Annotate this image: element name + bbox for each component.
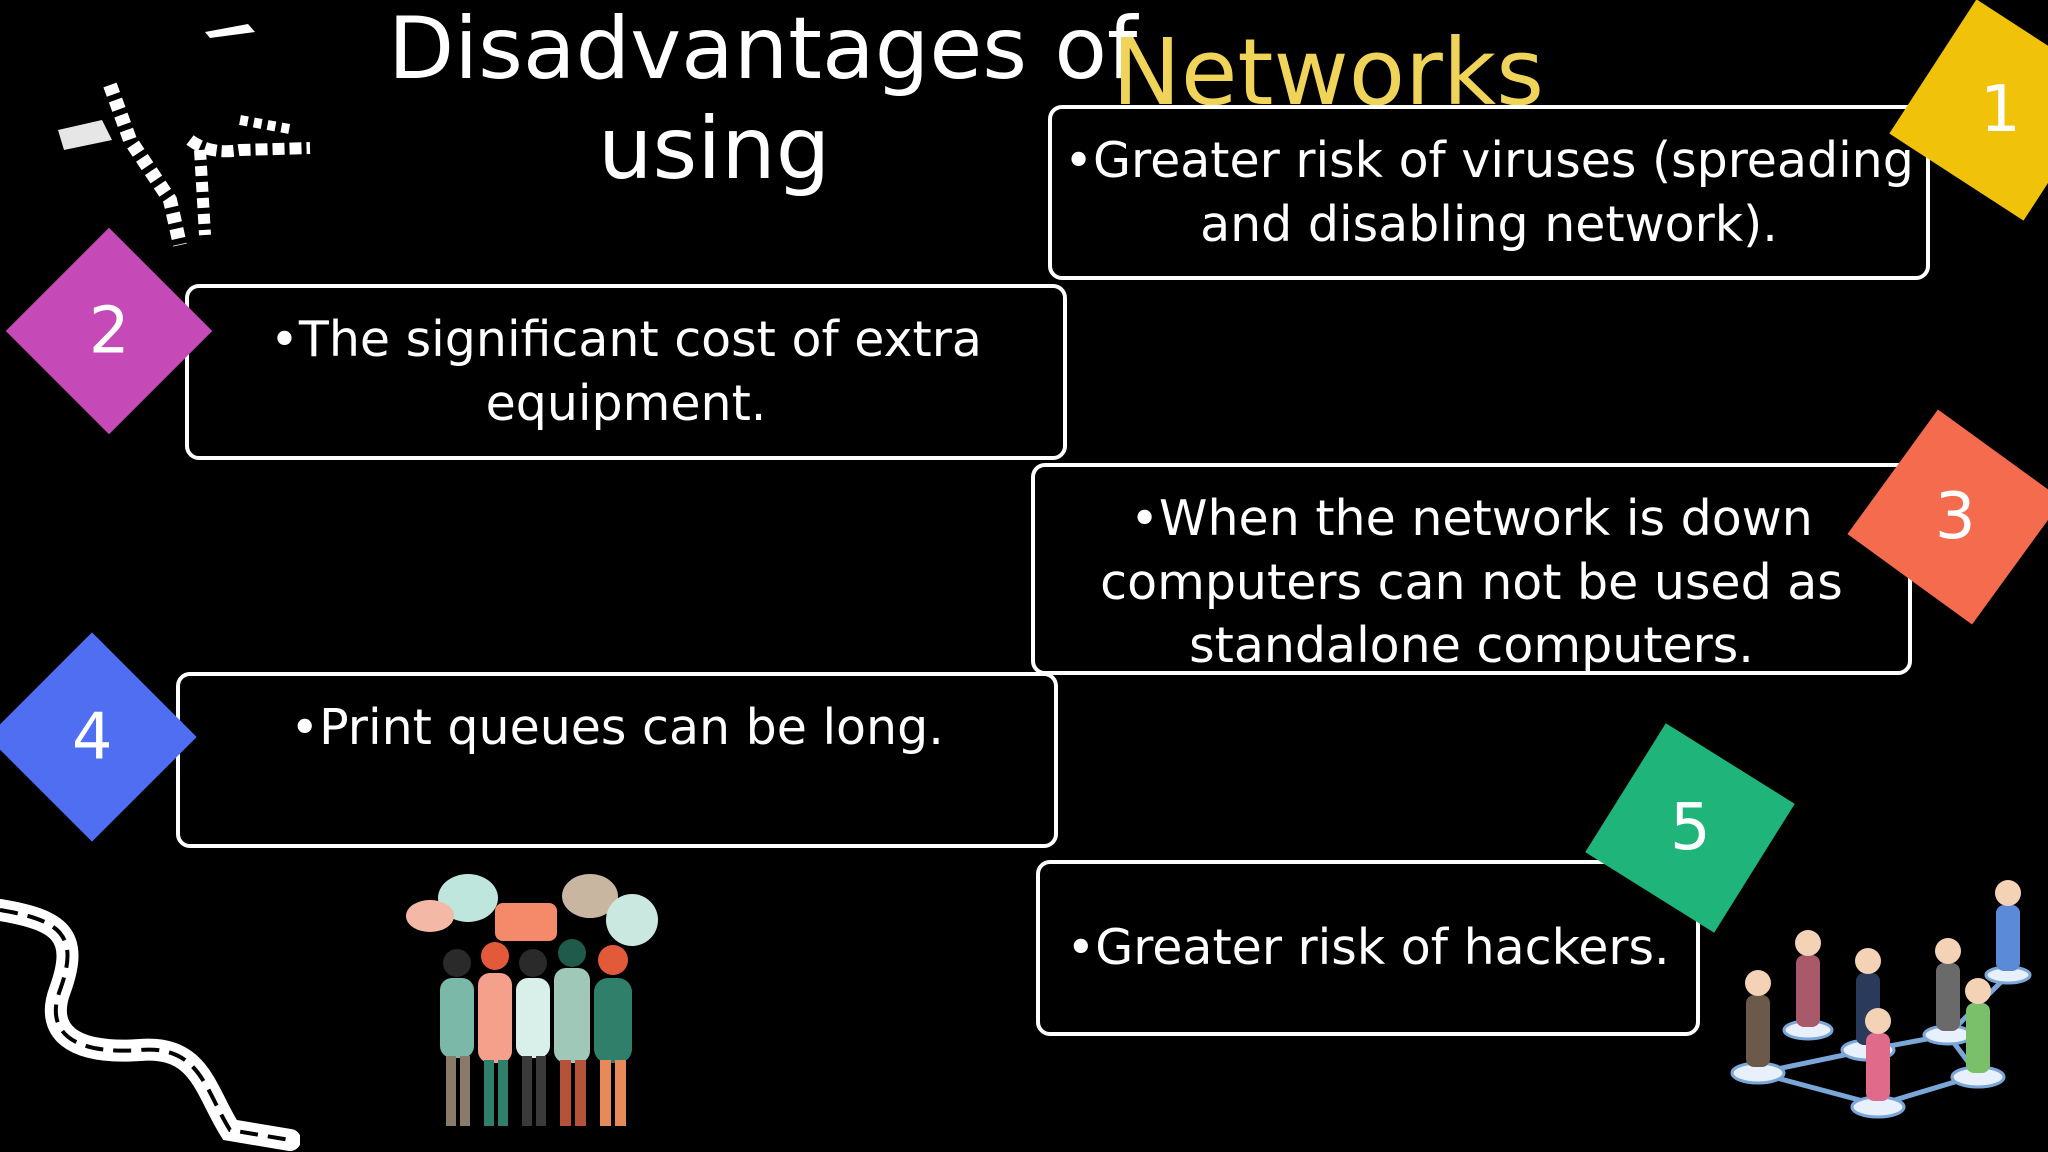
disadvantage-card-4: •Print queues can be long. <box>176 672 1058 848</box>
card-text: •Greater risk of hackers. <box>1066 919 1670 977</box>
card-text: •The significant cost of extra equipment… <box>270 311 982 432</box>
card-text: •Print queues can be long. <box>290 699 944 756</box>
brush-stroke-top-left-decoration <box>58 24 311 247</box>
card-text: •When the network is down computers can … <box>1100 490 1843 675</box>
slide-title-line2: using <box>598 99 831 199</box>
disadvantage-card-1: •Greater risk of viruses (spreading and … <box>1048 105 1930 280</box>
zigzag-brush-stroke-decoration <box>0 899 300 1151</box>
disadvantage-card-3: •When the network is down computers can … <box>1031 463 1912 675</box>
disadvantage-card-5: •Greater risk of hackers. <box>1036 860 1700 1036</box>
disadvantage-card-2: •The significant cost of extra equipment… <box>185 284 1067 460</box>
card-text: •Greater risk of viruses (spreading and … <box>1064 132 1914 253</box>
slide-title-line1: Disadvantages of <box>388 0 1138 99</box>
number-badge-4: 4 <box>0 632 197 842</box>
people-talking-illustration <box>406 874 658 1126</box>
people-network-illustration <box>1730 880 2032 1119</box>
